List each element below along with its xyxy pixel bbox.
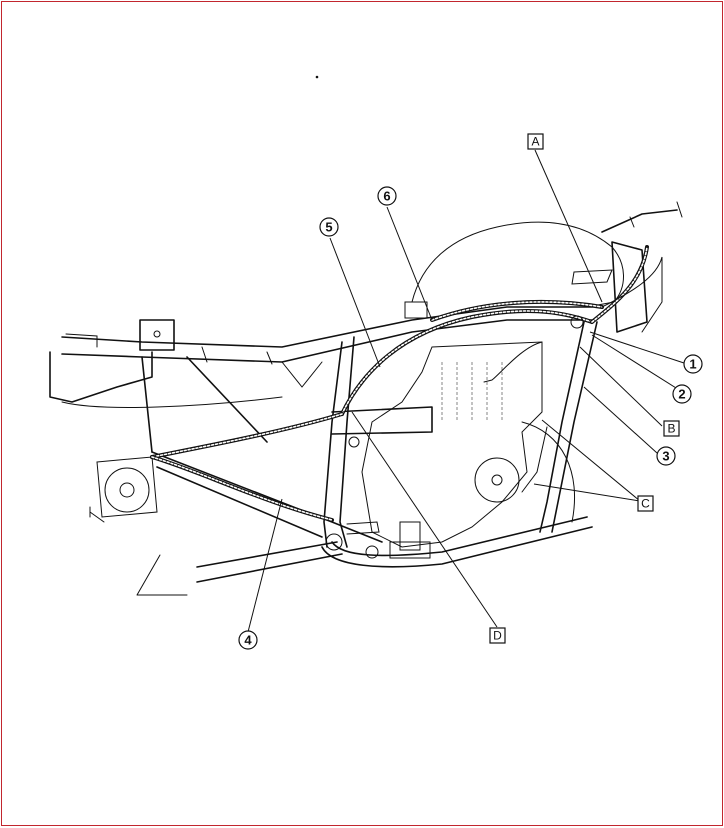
leader-C bbox=[533, 419, 641, 502]
rear-hub-center bbox=[119, 482, 135, 498]
leader-3 bbox=[583, 386, 658, 454]
bracket-hole bbox=[153, 330, 161, 338]
leader-4 bbox=[247, 498, 283, 633]
handlebar-grip bbox=[629, 201, 683, 228]
pivot-left bbox=[325, 533, 343, 551]
ignition-lead bbox=[483, 341, 543, 383]
frame-top-rail-lower bbox=[61, 319, 593, 363]
engine-cover bbox=[474, 457, 520, 503]
engine-sensor-lead bbox=[521, 426, 548, 493]
callout-6-label: 6 bbox=[383, 189, 390, 204]
rear-strut bbox=[141, 356, 153, 453]
harness-upper-core bbox=[431, 301, 603, 321]
leader-A bbox=[534, 149, 603, 303]
callout-A-label: A bbox=[531, 135, 539, 149]
callout-C-label: C bbox=[641, 497, 650, 511]
handlebar bbox=[601, 209, 678, 233]
relay-base bbox=[389, 541, 431, 559]
callout-D-label: D bbox=[493, 629, 502, 643]
leader-B bbox=[579, 346, 663, 427]
swing-arm-bottom bbox=[196, 541, 338, 568]
air-tube bbox=[331, 406, 433, 435]
frame-front-downtube bbox=[539, 321, 585, 533]
callout-C: C bbox=[637, 495, 654, 512]
stray-dot bbox=[315, 75, 319, 79]
rear-stand bbox=[136, 554, 188, 596]
rear-strut-2 bbox=[186, 356, 268, 443]
engine-cover-bolt bbox=[491, 474, 503, 486]
frame-top-rail bbox=[61, 306, 593, 348]
swing-arm-bottom-2 bbox=[196, 553, 343, 583]
engine-outline bbox=[361, 341, 543, 548]
rear-mount bbox=[65, 333, 98, 348]
lower-cable-core bbox=[151, 456, 333, 521]
callout-D: D bbox=[489, 627, 506, 644]
front-harness-2 bbox=[601, 256, 663, 333]
rear-tail-section bbox=[49, 351, 153, 403]
callout-B-label: B bbox=[667, 422, 675, 436]
rear-hub-bracket bbox=[96, 456, 158, 518]
callout-5-label: 5 bbox=[325, 220, 332, 235]
leader-5 bbox=[329, 237, 381, 368]
pivot-right bbox=[365, 545, 379, 559]
callout-3-label: 3 bbox=[662, 449, 669, 464]
frame-gusset bbox=[281, 361, 323, 388]
frame-seat-post bbox=[323, 341, 343, 548]
swing-arm-lower bbox=[156, 466, 323, 538]
main-harness-core bbox=[341, 310, 593, 415]
rear-hub bbox=[104, 467, 150, 513]
frame-gusset-2 bbox=[201, 346, 273, 365]
callout-1: 1 bbox=[683, 354, 703, 374]
callout-1-label: 1 bbox=[689, 357, 696, 372]
leader-6 bbox=[386, 206, 433, 321]
seat-bracket bbox=[139, 319, 175, 351]
leader-1 bbox=[589, 331, 685, 364]
callout-4-label: 4 bbox=[244, 633, 252, 648]
leader-D bbox=[351, 411, 498, 628]
frame-lower-cradle-inner bbox=[331, 516, 588, 557]
frame-tab bbox=[404, 301, 428, 319]
callout-B: B bbox=[663, 420, 680, 437]
harness-to-rear-core bbox=[151, 413, 343, 458]
callout-2: 2 bbox=[672, 384, 692, 404]
leader-2 bbox=[591, 334, 685, 394]
starter-relay bbox=[399, 521, 421, 551]
callout-2-label: 2 bbox=[678, 387, 685, 402]
callout-3: 3 bbox=[656, 446, 676, 466]
frame-front-downtube-inner bbox=[551, 321, 598, 533]
fuel-tank bbox=[411, 221, 624, 308]
front-wheel-arc bbox=[521, 421, 576, 523]
engine-fins bbox=[441, 362, 503, 422]
connector-stub bbox=[346, 521, 380, 535]
frame-lower-cradle bbox=[321, 526, 593, 568]
rear-fender bbox=[61, 396, 283, 408]
rear-hub-bottom bbox=[89, 506, 105, 523]
harness-clamp-2 bbox=[348, 436, 360, 448]
front-harness-core bbox=[591, 246, 648, 323]
harness-clamp bbox=[570, 315, 584, 329]
callout-A: A bbox=[527, 133, 544, 150]
frame-seat-post-inner bbox=[339, 336, 355, 548]
tank-emblem bbox=[571, 269, 613, 285]
callout-6: 6 bbox=[377, 186, 397, 206]
callout-4: 4 bbox=[238, 630, 258, 650]
callout-5: 5 bbox=[319, 217, 339, 237]
swing-arm-upper bbox=[151, 451, 383, 543]
